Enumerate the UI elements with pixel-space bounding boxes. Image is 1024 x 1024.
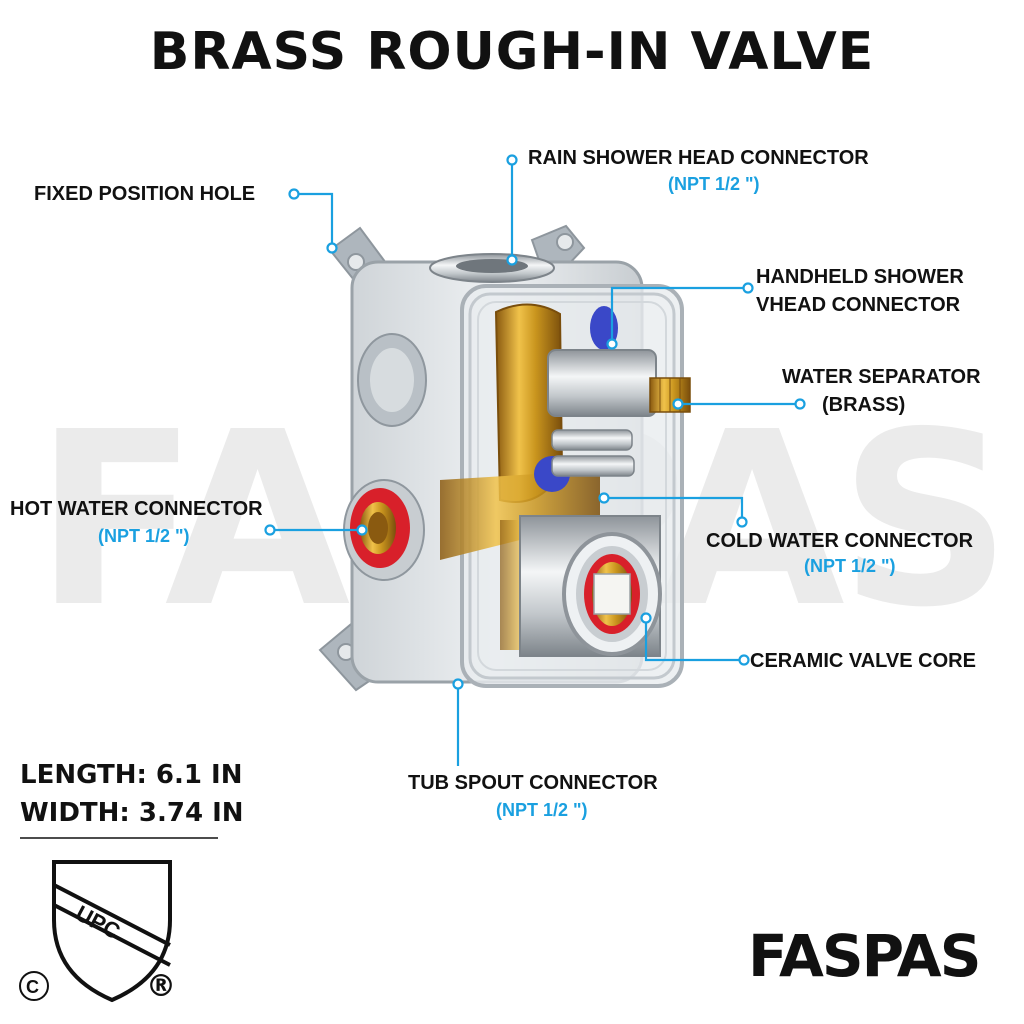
label-handheld-2: VHEAD CONNECTOR <box>756 294 961 316</box>
label-ceramic-core: CERAMIC VALVE CORE <box>750 650 976 672</box>
label-cold-water: COLD WATER CONNECTOR <box>706 530 974 552</box>
c-mark: C <box>19 971 49 1001</box>
label-rain-shower-head: RAIN SHOWER HEAD CONNECTOR <box>528 147 869 169</box>
label-tub-spout: TUB SPOUT CONNECTOR <box>408 772 658 794</box>
upc-shield-logo <box>52 860 172 1003</box>
water-separator <box>547 349 691 417</box>
label-hot-water: HOT WATER CONNECTOR <box>10 498 263 520</box>
leader-lines <box>270 160 800 766</box>
label-rain-shower-head-spec: (NPT 1/2 ") <box>668 174 760 194</box>
label-handheld-1: HANDHELD SHOWER <box>756 266 964 288</box>
label-tub-spout-spec: (NPT 1/2 ") <box>496 800 588 820</box>
length-spec: LENGTH: 6.1 IN <box>20 760 243 790</box>
rain-head-connector <box>429 253 555 283</box>
ceramic-valve-core <box>519 515 662 657</box>
leader-dots <box>264 154 806 690</box>
page-title: BRASS ROUGH-IN VALVE <box>149 22 875 82</box>
label-cold-water-spec: (NPT 1/2 ") <box>804 556 896 576</box>
label-fixed-position-hole: FIXED POSITION HOLE <box>34 183 256 205</box>
hot-water-connector <box>343 479 425 581</box>
label-water-separator-material: (BRASS) <box>822 394 906 416</box>
svg-text:C: C <box>26 977 39 997</box>
width-spec: WIDTH: 3.74 IN <box>20 798 244 828</box>
registered-mark: ® <box>146 969 176 1004</box>
brand-logo: FASPAS <box>748 922 981 990</box>
internal-pipes <box>551 429 635 477</box>
label-hot-water-spec: (NPT 1/2 ") <box>98 526 190 546</box>
label-water-separator: WATER SEPARATOR <box>782 366 981 388</box>
